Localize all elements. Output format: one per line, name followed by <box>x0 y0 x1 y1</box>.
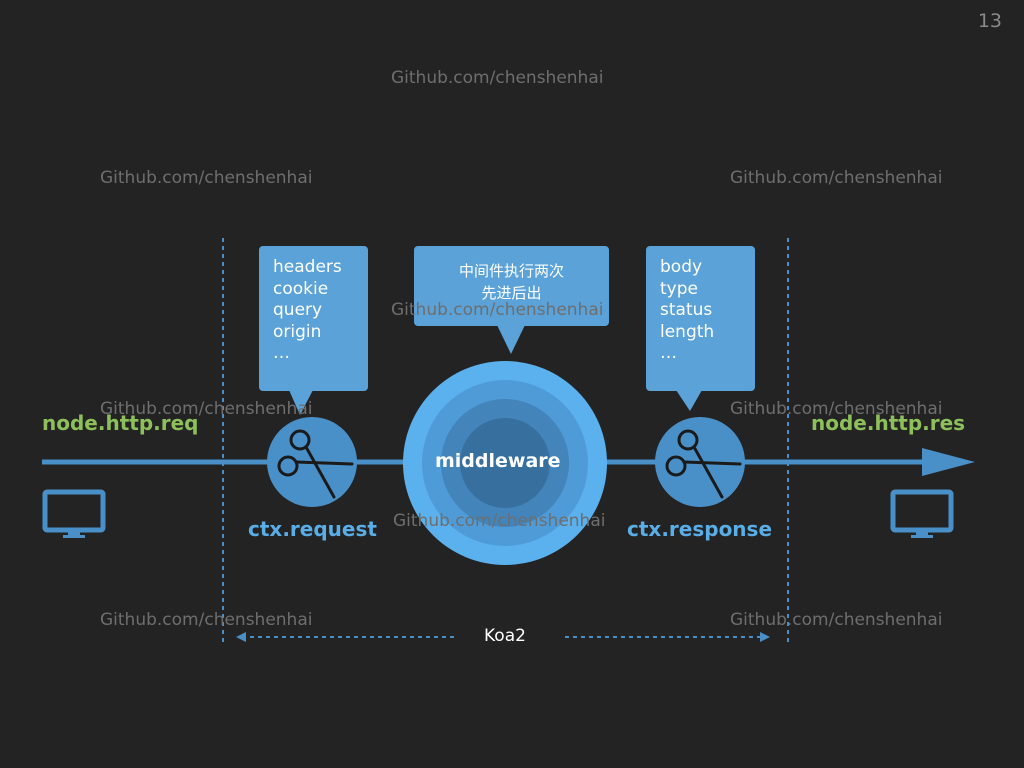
watermark: Github.com/chenshenhai <box>730 168 943 188</box>
middleware-note-line: 中间件执行两次 <box>458 262 564 280</box>
middleware-note-callout: 中间件执行两次 先进后出 <box>414 246 609 326</box>
request-field: origin <box>273 321 322 342</box>
scissors-icon <box>665 429 742 499</box>
watermark: Github.com/chenshenhai <box>393 511 606 531</box>
request-fields-callout: headers cookie query origin … <box>259 246 368 391</box>
watermark: Github.com/chenshenhai <box>100 399 313 419</box>
watermark: Github.com/chenshenhai <box>100 610 313 630</box>
response-field: status <box>660 300 713 320</box>
middleware-circle <box>403 361 607 565</box>
node-response-label: node.http.res <box>811 411 966 435</box>
response-field: type <box>660 278 698 299</box>
monitor-icon <box>890 489 954 538</box>
monitor-icon <box>42 489 106 538</box>
request-field: headers <box>273 257 342 277</box>
watermark: Github.com/chenshenhai <box>100 168 313 188</box>
node-request-label: node.http.req <box>42 411 199 435</box>
response-field: … <box>660 343 677 363</box>
ctx-response-label: ctx.response <box>627 517 773 541</box>
middleware-note-line: 先进后出 <box>481 284 542 302</box>
middleware-label: middleware <box>435 450 561 472</box>
response-field: length <box>660 321 715 342</box>
request-callout-pointer <box>289 390 313 415</box>
response-scissors <box>655 417 745 507</box>
watermark: Github.com/chenshenhai <box>730 610 943 630</box>
arrow-left-icon <box>236 632 246 642</box>
watermark: Github.com/chenshenhai <box>730 399 943 419</box>
response-callout-pointer <box>676 390 702 411</box>
watermark: Github.com/chenshenhai <box>391 300 604 320</box>
arrow-right-icon <box>922 448 975 476</box>
request-scissors <box>267 417 357 507</box>
koa-label: Koa2 <box>484 626 526 646</box>
arrow-right-icon <box>760 632 770 642</box>
request-field: query <box>273 300 323 320</box>
middleware-callout-pointer <box>497 325 525 354</box>
watermark: Github.com/chenshenhai <box>391 68 604 88</box>
page-number: 13 <box>977 10 1002 32</box>
request-field: cookie <box>273 278 329 299</box>
request-field: … <box>273 343 290 363</box>
response-fields-callout: body type status length … <box>646 246 755 391</box>
response-field: body <box>660 257 703 277</box>
ctx-request-label: ctx.request <box>248 517 377 541</box>
scissors-icon <box>277 429 354 499</box>
